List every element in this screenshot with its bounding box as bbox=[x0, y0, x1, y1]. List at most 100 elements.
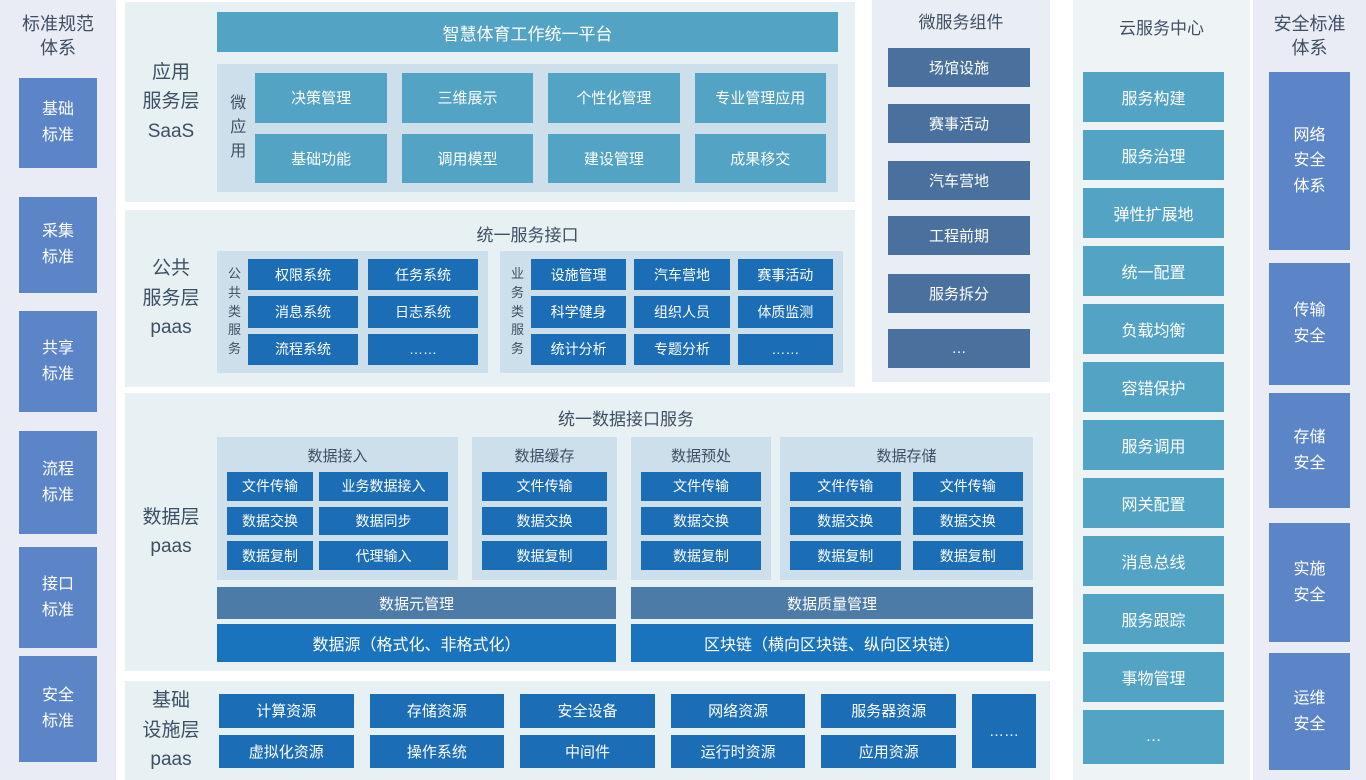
security-standards-title: 安全标准体系 bbox=[1273, 14, 1346, 59]
ms-event-activities: 赛事活动 bbox=[888, 104, 1030, 143]
cloud-service-center-title: 云服务中心 bbox=[1119, 19, 1204, 38]
security-item-implementation: 实施安全 bbox=[1269, 523, 1350, 642]
infra-storage-resources: 存储资源 bbox=[369, 694, 505, 728]
app-3d-display: 三维展示 bbox=[401, 73, 534, 123]
standards-item-security: 安全标准 bbox=[19, 656, 97, 762]
micro-apps-subpanel: 微应用 决策管理 三维展示 个性化管理 专业管理应用 基础功能 调用模型 建设管… bbox=[217, 64, 838, 192]
cloud-elastic-expansion: 弹性扩展地 bbox=[1083, 188, 1224, 238]
common-services-label: 公共类服务 bbox=[227, 265, 241, 357]
data-exchange: 数据交换 bbox=[227, 506, 313, 536]
public-service-layer-label: 公共 服务层 paas bbox=[142, 258, 200, 339]
data-source-bar: 数据源（格式化、非格式化） bbox=[217, 624, 616, 662]
cloud-service-center-panel: 云服务中心 服务构建 服务治理 弹性扩展地 统一配置 负载均衡 容错保护 服务调… bbox=[1073, 0, 1250, 780]
cloud-service-governance: 服务治理 bbox=[1083, 130, 1224, 180]
security-standards-panel: 安全标准体系 网络安全体系 传输安全 存储安全 实施安全 运维安全 bbox=[1253, 0, 1366, 780]
app-basic-functions: 基础功能 bbox=[255, 133, 387, 183]
store-data-exchange-2: 数据交换 bbox=[912, 506, 1023, 536]
ms-more: … bbox=[888, 329, 1030, 368]
store-data-replication-2: 数据复制 bbox=[912, 541, 1023, 570]
microservices-panel: 微服务组件 场馆设施 赛事活动 汽车营地 工程前期 服务拆分 … bbox=[872, 0, 1050, 382]
app-service-layer-label: 应用 服务层 SaaS bbox=[142, 61, 200, 142]
infra-virtualization-resources: 虚拟化资源 bbox=[219, 734, 354, 768]
microservices-title: 微服务组件 bbox=[918, 13, 1004, 32]
data-replication: 数据复制 bbox=[227, 541, 313, 570]
app-professional-mgmt: 专业管理应用 bbox=[694, 73, 826, 123]
data-access-label: 数据接入 bbox=[307, 448, 368, 465]
infrastructure-layer-label: 基础 设施层 paas bbox=[142, 690, 200, 771]
infrastructure-layer-panel: 基础 设施层 paas 计算资源 存储资源 安全设备 网络资源 服务器资源 ……… bbox=[125, 681, 1050, 780]
security-item-operations: 运维安全 bbox=[1269, 653, 1350, 770]
business-services-label: 业务类服务 bbox=[510, 265, 524, 357]
store-file-transfer-1: 文件传输 bbox=[790, 472, 901, 501]
pre-file-transfer: 文件传输 bbox=[641, 472, 761, 501]
svc-facility-mgmt: 设施管理 bbox=[530, 259, 627, 291]
data-preprocess-label: 数据预处 bbox=[670, 448, 731, 465]
cloud-fault-tolerance: 容错保护 bbox=[1083, 362, 1224, 412]
infra-security-equipment: 安全设备 bbox=[520, 694, 655, 728]
cloud-load-balancing: 负载均衡 bbox=[1083, 304, 1224, 354]
data-layer-label: 数据层 paas bbox=[142, 506, 200, 557]
infra-runtime-resources: 运行时资源 bbox=[670, 734, 806, 768]
infra-more: …… bbox=[972, 694, 1036, 768]
unified-service-interface-title: 统一服务接口 bbox=[476, 226, 579, 245]
pre-data-exchange: 数据交换 bbox=[641, 506, 761, 536]
standards-item-process: 流程标准 bbox=[19, 431, 97, 534]
data-layer-panel: 数据层 paas 统一数据接口服务 数据接入 文件传输 业务数据接入 数据交换 … bbox=[125, 393, 1050, 671]
cloud-message-bus: 消息总线 bbox=[1083, 536, 1224, 586]
metadata-mgmt-bar: 数据元管理 bbox=[217, 587, 616, 619]
cache-data-replication: 数据复制 bbox=[482, 541, 607, 570]
common-services-subpanel: 公共类服务 权限系统 任务系统 消息系统 日志系统 流程系统 …… bbox=[217, 251, 488, 373]
svc-topic-analysis: 专题分析 bbox=[634, 333, 730, 365]
data-cache-group: 数据缓存 文件传输 数据交换 数据复制 bbox=[472, 437, 617, 580]
cloud-gateway-config: 网关配置 bbox=[1083, 478, 1224, 528]
svc-physique-monitoring: 体质监测 bbox=[737, 296, 833, 328]
standards-spec-panel: 标准规范体系 基础标准 采集标准 共享标准 流程标准 接口标准 安全标准 bbox=[0, 0, 116, 780]
svc-permission-system: 权限系统 bbox=[247, 259, 358, 291]
svc-org-personnel: 组织人员 bbox=[634, 296, 730, 328]
cloud-service-invocation: 服务调用 bbox=[1083, 420, 1224, 470]
app-decision-mgmt: 决策管理 bbox=[255, 73, 387, 123]
platform-title-bar: 智慧体育工作统一平台 bbox=[217, 12, 838, 52]
data-storage-group: 数据存储 文件传输 文件传输 数据交换 数据交换 数据复制 数据复制 bbox=[780, 437, 1033, 580]
svc-log-system: 日志系统 bbox=[367, 296, 478, 328]
standards-item-collection: 采集标准 bbox=[19, 197, 97, 293]
svc-common-more: …… bbox=[367, 333, 478, 365]
cloud-service-tracking: 服务跟踪 bbox=[1083, 594, 1224, 644]
store-file-transfer-2: 文件传输 bbox=[912, 472, 1023, 501]
svc-message-system: 消息系统 bbox=[247, 296, 358, 328]
app-results-transfer: 成果移交 bbox=[694, 133, 826, 183]
standards-item-sharing: 共享标准 bbox=[19, 311, 97, 412]
data-business-access: 业务数据接入 bbox=[319, 472, 448, 501]
cloud-more: … bbox=[1083, 710, 1224, 764]
cloud-unified-config: 统一配置 bbox=[1083, 246, 1224, 296]
data-access-group: 数据接入 文件传输 业务数据接入 数据交换 数据同步 数据复制 代理输入 bbox=[217, 437, 458, 580]
data-cache-label: 数据缓存 bbox=[514, 448, 575, 465]
cache-file-transfer: 文件传输 bbox=[482, 472, 607, 501]
ms-service-splitting: 服务拆分 bbox=[888, 274, 1030, 313]
security-item-network: 网络安全体系 bbox=[1269, 72, 1350, 250]
data-storage-label: 数据存储 bbox=[876, 448, 937, 465]
app-service-layer-panel: 应用 服务层 SaaS 智慧体育工作统一平台 微应用 决策管理 三维展示 个性化… bbox=[125, 2, 855, 202]
standards-item-interface: 接口标准 bbox=[19, 547, 97, 648]
security-item-transmission: 传输安全 bbox=[1269, 263, 1350, 385]
svc-auto-camp: 汽车营地 bbox=[634, 259, 730, 291]
infra-middleware: 中间件 bbox=[520, 734, 655, 768]
pre-data-replication: 数据复制 bbox=[641, 541, 761, 570]
cache-data-exchange: 数据交换 bbox=[482, 506, 607, 536]
svc-scientific-fitness: 科学健身 bbox=[530, 296, 627, 328]
standards-spec-title: 标准规范体系 bbox=[22, 14, 94, 59]
data-preprocess-group: 数据预处 文件传输 数据交换 数据复制 bbox=[631, 437, 771, 580]
data-quality-mgmt-bar: 数据质量管理 bbox=[631, 587, 1033, 619]
infra-server-resources: 服务器资源 bbox=[821, 694, 956, 728]
public-service-layer-panel: 公共 服务层 paas 统一服务接口 公共类服务 权限系统 任务系统 消息系统 … bbox=[125, 210, 855, 387]
infra-network-resources: 网络资源 bbox=[670, 694, 806, 728]
infra-application-resources: 应用资源 bbox=[821, 734, 956, 768]
svc-task-system: 任务系统 bbox=[367, 259, 478, 291]
data-proxy-input: 代理输入 bbox=[319, 541, 448, 570]
svc-statistical-analysis: 统计分析 bbox=[530, 333, 627, 365]
app-construction-mgmt: 建设管理 bbox=[548, 133, 680, 183]
svc-process-system: 流程系统 bbox=[247, 333, 358, 365]
micro-apps-label: 微应用 bbox=[230, 95, 247, 160]
store-data-replication-1: 数据复制 bbox=[790, 541, 901, 570]
svc-event-activity: 赛事活动 bbox=[737, 259, 833, 291]
